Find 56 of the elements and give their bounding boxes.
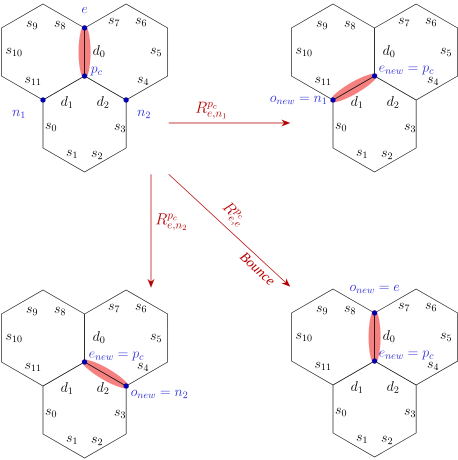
vertex-label: $p_c$ — [90, 66, 102, 76]
cell-label: $s_0$ — [46, 122, 56, 132]
cell-label: $s_0$ — [336, 122, 346, 132]
cell-label: $s_9$ — [26, 20, 38, 30]
cell-label: $s_4$ — [428, 362, 438, 370]
cell-label: $d_0$ — [383, 45, 394, 58]
cell-label: $s_3$ — [114, 124, 126, 132]
cell-label: $s_7$ — [108, 18, 120, 26]
cell-label: $s_4$ — [138, 362, 148, 372]
cell-label: $d_2$ — [387, 96, 398, 108]
cell-label: $s_4$ — [138, 76, 148, 86]
cell-label: $s_3$ — [404, 124, 416, 132]
cell-label: $s_1$ — [356, 434, 367, 444]
vertex-label: $n_1$ — [12, 110, 25, 118]
cell-label: $s_5$ — [150, 48, 161, 56]
vertex-label: $e_{new} = p_c$ — [89, 351, 144, 360]
cell-label: $s_7$ — [108, 304, 120, 312]
cell-label: $s_1$ — [66, 150, 77, 158]
cell-label: $s_2$ — [92, 150, 102, 160]
vertex-label: $o_{new} = e$ — [350, 284, 400, 294]
cell-label: $s_4$ — [428, 76, 438, 86]
vertex-label: $n_2$ — [138, 110, 150, 118]
cell-label: $s_6$ — [426, 18, 436, 26]
cell-label: $s_7$ — [398, 18, 410, 26]
cell-label: $s_2$ — [382, 150, 392, 160]
cell-label: $d_2$ — [387, 381, 398, 393]
cell-label: $d_0$ — [93, 45, 104, 58]
cell-label: $s_2$ — [382, 436, 392, 444]
cell-label: $s_7$ — [398, 302, 410, 312]
edge-label: $R_{e,n_2}^{p_c}$ — [156, 213, 186, 230]
cell-label: $d_2$ — [97, 96, 108, 108]
vertex-label: $e_{new} = p_c$ — [379, 350, 434, 360]
vertex-label: $o_{new} = n_2$ — [131, 390, 188, 398]
cell-label: $s_9$ — [26, 306, 38, 316]
cell-label: $s_8$ — [54, 20, 66, 30]
cell-label: $s_5$ — [440, 332, 451, 342]
cell-label: $s_8$ — [54, 306, 66, 316]
vertex-label: $e$ — [82, 6, 88, 14]
edge-label: $R_{e,n_1}^{p_c}$ — [196, 102, 226, 119]
cell-label: $d_1$ — [61, 96, 72, 108]
edge-label: $R_{e,e}^{p_c}$ — [222, 202, 242, 227]
cell-label: $s_{10}$ — [6, 334, 22, 342]
cell-label: $s_1$ — [356, 150, 367, 158]
cell-label: $s_0$ — [336, 408, 346, 416]
cell-label: $s_6$ — [426, 302, 436, 312]
cell-label: $d_0$ — [383, 330, 394, 342]
cell-label: $s_6$ — [136, 18, 146, 26]
cell-label: $s_{11}$ — [25, 76, 40, 86]
cell-label: $s_{11}$ — [25, 362, 40, 372]
cell-label: $s_5$ — [150, 334, 161, 342]
cell-label: $s_{10}$ — [6, 48, 22, 56]
vertex-label: $e_{new} = p_c$ — [379, 65, 434, 74]
cell-label: $s_3$ — [404, 408, 416, 418]
cell-label: $d_0$ — [93, 331, 104, 344]
cell-label: $s_5$ — [440, 48, 451, 56]
cell-label: $s_6$ — [136, 304, 146, 312]
